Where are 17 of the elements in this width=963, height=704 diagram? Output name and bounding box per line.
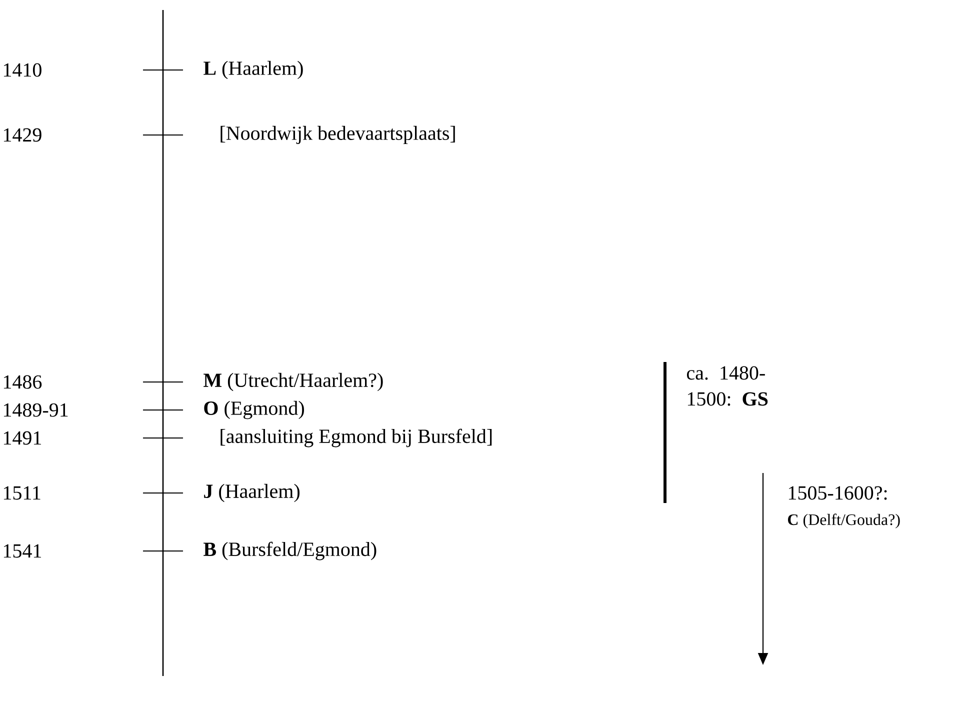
event-label: [Noordwijk bedevaartsplaats] [220, 126, 455, 144]
event-label: [aansluiting Egmond bij Bursfeld] [220, 428, 492, 448]
year-label: 1491 [4, 431, 41, 445]
period-label: 1505-1600?: [788, 486, 887, 500]
year-label: 1541 [4, 544, 41, 558]
event-label: O (Egmond) [204, 400, 304, 420]
year-label: 1410 [4, 63, 42, 77]
event-label: L (Haarlem) [204, 60, 303, 80]
year-label: 1486 [4, 375, 42, 389]
year-label: 1511 [4, 486, 40, 500]
period-label: ca. 1480- 1500: GS [686, 366, 768, 406]
year-label: 1489-91 [4, 403, 68, 417]
year-label: 1429 [4, 128, 42, 142]
event-label: J (Haarlem) [204, 484, 300, 502]
event-label: B (Bursfeld/Egmond) [204, 542, 376, 560]
period-label: C (Delft/Gouda?) [788, 514, 900, 528]
event-label: M (Utrecht/Haarlem?) [204, 372, 383, 392]
